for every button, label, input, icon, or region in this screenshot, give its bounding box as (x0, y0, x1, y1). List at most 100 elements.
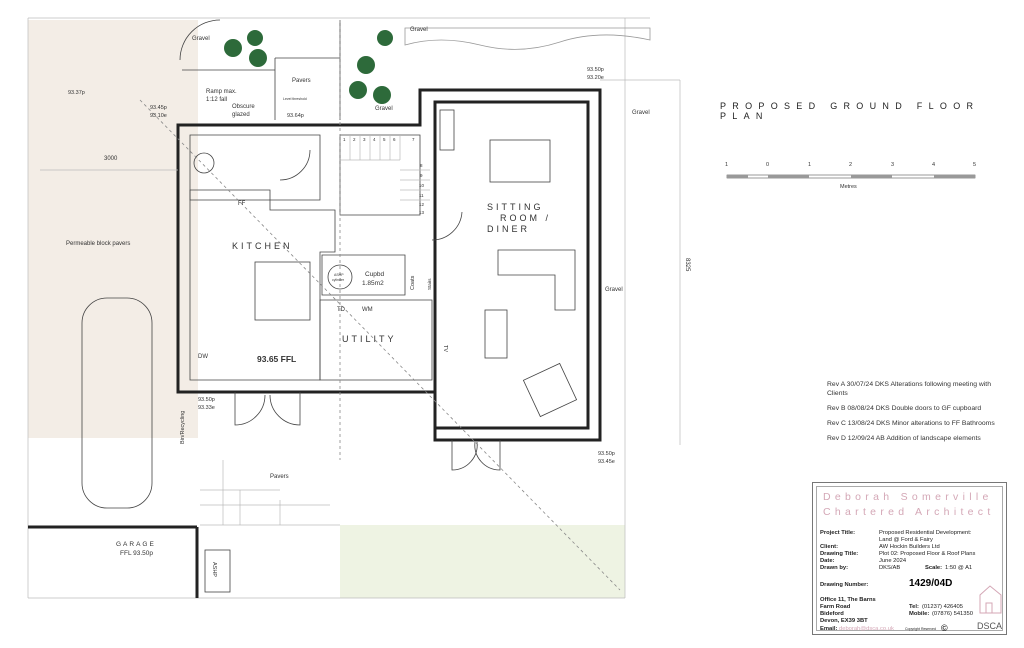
room-label-sitting: SITTING (487, 202, 544, 212)
scale-tick-label: 4 (932, 162, 935, 168)
stair-number: 4 (373, 137, 376, 142)
gravel-label: Gravel (410, 27, 428, 33)
project-title-2: Land @ Ford & Fairy (879, 537, 933, 543)
mobile-label: Mobile: (909, 611, 930, 617)
level-marker: 93.37p (68, 90, 85, 96)
drawing-title-label: Drawing Title: (820, 551, 859, 557)
garage-ffl: FFL 93.50p (120, 550, 153, 557)
stair-number: 7 (412, 137, 415, 142)
drawing-title-value: Plot 02: Proposed Floor & Roof Plans (879, 551, 976, 557)
kitchen-room (189, 189, 336, 381)
wm-label: WM (362, 307, 373, 313)
hedge-outline (404, 27, 651, 50)
pavers-label: Pavers (292, 78, 311, 84)
sitting-double-door (451, 440, 478, 471)
level-marker: 93.45p (150, 105, 167, 111)
pavers-label: Pavers (270, 474, 289, 480)
shrub-icon (224, 39, 242, 57)
room-label-kitchen: KITCHEN (232, 241, 293, 251)
stair-treads (340, 135, 430, 201)
level-marker: 93.50p (598, 451, 615, 457)
bin-recycling-label: Bin/Recycling (180, 411, 186, 444)
ashp-cylinder-label: ASHP (334, 273, 344, 277)
cupboard-room (321, 254, 406, 296)
obscure-glazed-label: Obscure (232, 104, 255, 110)
date-label: Date: (820, 558, 835, 564)
email-link[interactable]: deborah@dsca.co.uk (839, 626, 894, 632)
dsca-logo-icon (979, 585, 1002, 614)
ashp-label: ASHP (211, 562, 217, 577)
scale-tick-label: 3 (891, 162, 894, 168)
level-marker: 93.20e (587, 75, 604, 81)
drawing-number: 1429/04D (909, 578, 953, 589)
level-marker: 93.50p (587, 67, 604, 73)
room-label-diner: DINER (487, 224, 530, 234)
scale-bar: 1 0 1 2 3 4 5 Metres (725, 162, 976, 190)
scale-unit: Metres (840, 184, 857, 190)
scale-tick-label: 1 (725, 162, 728, 168)
tv-label: TV (442, 345, 448, 352)
dw-label: DW (198, 354, 208, 360)
project-title: Proposed Residential Development: (879, 530, 972, 536)
ramp-label-2: 1:12 fall (206, 97, 227, 103)
driveway-area (28, 20, 198, 438)
stair-number: 8 (420, 163, 423, 168)
stair-number: 3 (363, 137, 366, 142)
planting (224, 30, 393, 104)
dimension-3000: 3000 (104, 156, 118, 162)
sitting-room-walls (433, 100, 590, 430)
stair-number: 11 (419, 193, 424, 198)
section-line (139, 99, 621, 591)
shrub-icon (373, 86, 391, 104)
revision-b: Rev B 08/08/24 DKS Double doors to GF cu… (827, 405, 982, 412)
td-label: TD (337, 307, 346, 313)
stair-numbers: 1 2 3 4 5 6 7 8 9 10 11 12 13 (343, 137, 425, 215)
stair-number: 10 (419, 183, 425, 188)
scale-tick-label: 1 (808, 162, 811, 168)
wc-pan (193, 152, 215, 174)
scale-tick-label: 5 (973, 162, 976, 168)
tel-label: Tel: (909, 604, 919, 610)
obscure-glazed-label-2: glazed (232, 112, 250, 118)
stair-number: 1 (343, 137, 346, 142)
stair-number: 13 (419, 210, 425, 215)
project-title-label: Project Title: (820, 530, 856, 536)
drawing-title: PROPOSED GROUND FLOOR PLAN (720, 101, 980, 121)
address-line: Farm Road (820, 604, 851, 610)
shrub-icon (247, 30, 263, 46)
mobile: (07876) 541350 (932, 611, 973, 617)
ashp-cylinder-circle (327, 264, 353, 290)
architect-name: Deborah Somerville (823, 491, 993, 503)
ashp-cylinder-label-2: cylinder (332, 278, 345, 282)
revision-c: Rev C 13/08/24 DKS Minor alterations to … (827, 420, 995, 427)
dimension-8325: 8325 (684, 258, 690, 272)
level-marker: 93.45e (598, 459, 615, 465)
revision-a: Rev A 30/07/24 DKS Alterations following… (827, 381, 991, 397)
dsca-logo-text: DSCA (977, 621, 1003, 631)
title-block: Deborah Somerville Chartered Architect P… (812, 482, 1007, 635)
scale-tick-label: 2 (849, 162, 852, 168)
shrub-icon (249, 49, 267, 67)
shrub-icon (377, 30, 393, 46)
stair-number: 12 (419, 202, 425, 207)
garage-label: GARAGE (116, 541, 156, 548)
room-label-room: ROOM / (500, 213, 551, 223)
kitchen-ffl: 93.65 FFL (257, 354, 296, 364)
scale-label: Scale: (925, 565, 943, 571)
shrub-icon (357, 56, 375, 74)
hall-door (431, 211, 463, 241)
kitchen-double-door (269, 392, 301, 426)
level-marker: 93.10e (150, 113, 167, 119)
sitting-double-door (474, 440, 501, 471)
revision-d: Rev D 12/09/24 AB Addition of landscape … (827, 435, 981, 442)
architect-title: Chartered Architect (823, 506, 995, 518)
door-swing (279, 149, 311, 181)
kitchen-island (254, 261, 311, 321)
copyright-icon: © (941, 623, 948, 633)
stair-number: 5 (383, 137, 386, 142)
client-label: Client: (820, 544, 839, 550)
armchair (522, 362, 578, 418)
gravel-label: Gravel (632, 110, 650, 116)
gravel-label: Gravel (605, 287, 623, 293)
drawn-by: DKS/AB (879, 565, 901, 571)
